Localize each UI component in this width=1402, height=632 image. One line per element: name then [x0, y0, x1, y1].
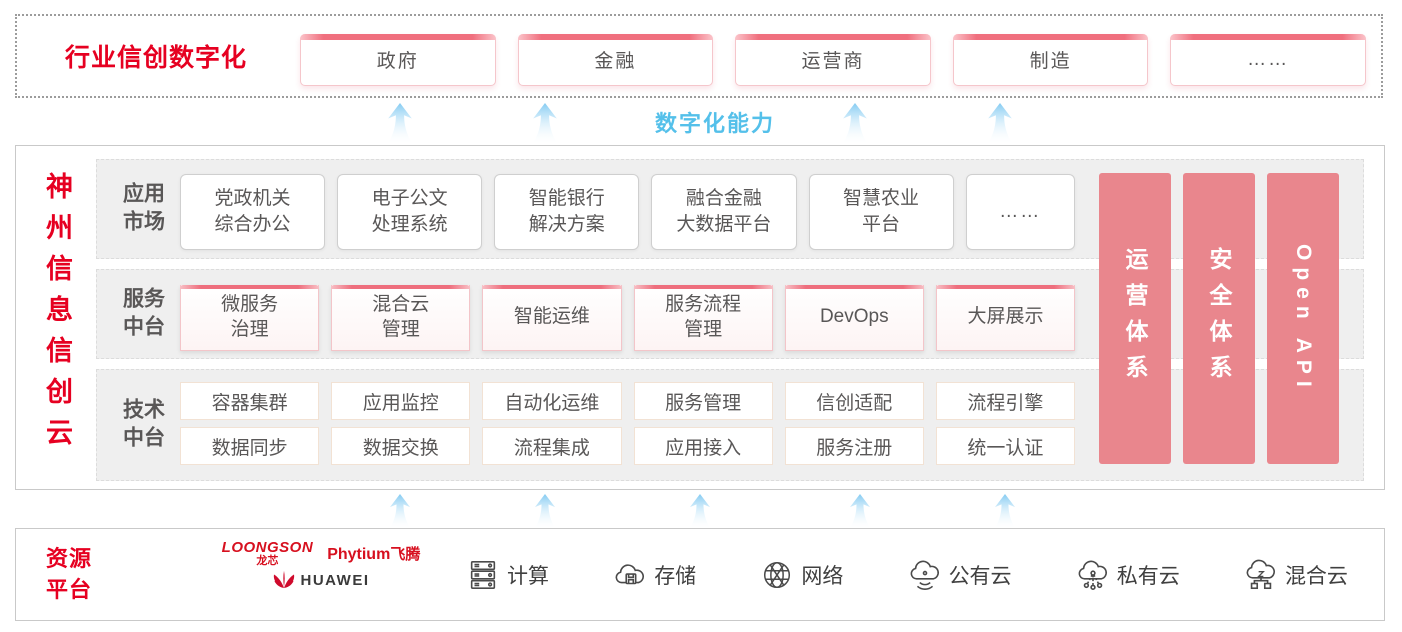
resource-item-compute: 计算: [466, 558, 549, 592]
huawei-flower-icon: [273, 570, 295, 590]
app-box-e-document: 电子公文 处理系统: [337, 174, 483, 250]
tech-platform-label: 技术 中台: [123, 398, 165, 450]
resource-item-public-cloud: 公有云: [908, 558, 1012, 592]
loongson-chinese-name: 龙芯: [256, 555, 279, 567]
app-box-smart-banking: 智能银行 解决方案: [494, 174, 640, 250]
server-icon: [466, 558, 500, 592]
phytium-chinese-name: 飞腾: [390, 546, 421, 563]
resource-item-network: 网络: [760, 558, 843, 592]
industry-list: 政府 金融 运营商 制造 ……: [300, 34, 1366, 86]
pillar-security-system: 安全体系: [1183, 173, 1255, 464]
up-arrow-icon: [994, 494, 1016, 528]
storage-icon: [613, 558, 647, 592]
vendor-logos: LOONGSON 龙芯 Phytium飞腾: [206, 540, 436, 590]
tech-box-service-registry: 服务注册: [784, 427, 924, 465]
up-arrow-icon: [849, 494, 871, 528]
app-market-label: 应用 市场: [123, 182, 165, 234]
tech-box-process-engine: 流程引擎: [935, 382, 1075, 420]
industry-digitalization-section: 行业信创数字化 政府 金融 运营商 制造 ……: [15, 14, 1383, 98]
industry-box-more: ……: [1170, 34, 1366, 86]
service-box-microservice: 微服务 治理: [180, 285, 320, 351]
industry-box-operator: 运营商: [735, 34, 931, 86]
resource-item-label: 网络: [801, 564, 844, 588]
resource-items: 计算 存储: [466, 529, 1348, 620]
pillar-operation-system: 运营体系: [1099, 173, 1171, 464]
resource-item-storage: 存储: [613, 558, 696, 592]
service-box-service-process: 服务流程 管理: [633, 285, 773, 351]
huawei-wordmark: HUAWEI: [300, 571, 370, 589]
tech-box-service-mgmt: 服务管理: [633, 382, 773, 420]
service-platform-row: 服务 中台 微服务 治理 混合云 管理 智能运维 服务流程 管理 DevOps …: [96, 269, 1364, 359]
tech-box-app-access: 应用接入: [633, 427, 773, 465]
app-box-smart-agriculture: 智慧农业 平台: [808, 174, 954, 250]
industry-section-title: 行业信创数字化: [65, 44, 248, 72]
resource-item-label: 公有云: [948, 564, 1012, 588]
platform-vertical-title: 神州信息信创云: [42, 172, 72, 459]
capability-label: 数字化能力: [654, 111, 775, 136]
up-arrow-icon: [988, 103, 1012, 143]
resource-item-label: 存储: [654, 564, 697, 588]
resource-platform-section: 资源 平台 LOONGSON 龙芯 Phytium飞腾: [15, 528, 1385, 621]
service-platform-items: 微服务 治理 混合云 管理 智能运维 服务流程 管理 DevOps 大屏展示: [180, 285, 1076, 351]
up-arrow-icon: [843, 103, 867, 143]
tech-box-data-sync: 数据同步: [180, 427, 320, 465]
phytium-logo: Phytium飞腾: [327, 543, 420, 564]
up-arrow-icon: [689, 494, 711, 528]
tech-box-process-integration: 流程集成: [482, 427, 622, 465]
industry-box-finance: 金融: [517, 34, 714, 86]
public-cloud-icon: [908, 558, 942, 592]
service-box-hybrid-cloud-mgmt: 混合云 管理: [331, 285, 471, 351]
resource-item-private-cloud: 私有云: [1076, 558, 1180, 592]
resource-item-label: 计算: [507, 564, 549, 588]
industry-box-government: 政府: [300, 34, 496, 86]
loongson-wordmark: LOONGSON: [221, 539, 314, 556]
vendor-row-chips: LOONGSON 龙芯 Phytium飞腾: [222, 540, 421, 567]
app-market-items: 党政机关 综合办公 电子公文 处理系统 智能银行 解决方案 融合金融 大数据平台…: [180, 174, 1075, 250]
hybrid-cloud-icon: [1244, 558, 1278, 592]
huawei-logo: HUAWEI: [273, 570, 370, 590]
tech-box-automated-ops: 自动化运维: [482, 382, 622, 420]
tech-box-container-cluster: 容器集群: [180, 382, 320, 420]
loongson-logo: LOONGSON 龙芯: [222, 540, 314, 567]
up-arrow-icon: [534, 494, 556, 528]
tech-box-app-monitoring: 应用监控: [331, 382, 471, 420]
resource-item-label: 私有云: [1116, 564, 1180, 588]
cloud-platform-section: 神州信息信创云 应用 市场 党政机关 综合办公 电子公文 处理系统 智能银行 解…: [15, 145, 1385, 490]
app-box-party-gov-office: 党政机关 综合办公: [180, 174, 326, 250]
up-arrow-icon: [389, 494, 411, 528]
pillar-open-api: Open API: [1267, 173, 1339, 464]
network-icon: [760, 558, 794, 592]
service-box-dashboard: 大屏展示: [935, 285, 1076, 351]
up-arrow-icon: [533, 103, 557, 143]
app-box-finance-bigdata: 融合金融 大数据平台: [651, 174, 797, 250]
tech-platform-row: 技术 中台 容器集群 应用监控 自动化运维 服务管理 信创适配 流程引擎 数据同…: [96, 369, 1364, 481]
resource-platform-label: 资源 平台: [46, 545, 93, 603]
resource-item-hybrid-cloud: 混合云: [1244, 558, 1348, 592]
industry-box-manufacturing: 制造: [952, 34, 1149, 86]
private-cloud-icon: [1076, 558, 1110, 592]
resource-item-label: 混合云: [1284, 564, 1348, 588]
phytium-wordmark: Phytium: [327, 546, 391, 563]
app-box-more: ……: [965, 174, 1075, 250]
tech-box-unified-auth: 统一认证: [935, 427, 1075, 465]
service-box-devops: DevOps: [784, 285, 925, 351]
up-arrow-icon: [388, 103, 412, 143]
tech-box-data-exchange: 数据交换: [331, 427, 471, 465]
tech-box-xinchuang-adapt: 信创适配: [784, 382, 924, 420]
service-platform-label: 服务 中台: [123, 287, 165, 339]
app-market-row: 应用 市场 党政机关 综合办公 电子公文 处理系统 智能银行 解决方案 融合金融…: [96, 159, 1364, 259]
tech-platform-items: 容器集群 应用监控 自动化运维 服务管理 信创适配 流程引擎 数据同步 数据交换…: [180, 382, 1075, 465]
service-box-intelligent-ops: 智能运维: [482, 285, 622, 351]
